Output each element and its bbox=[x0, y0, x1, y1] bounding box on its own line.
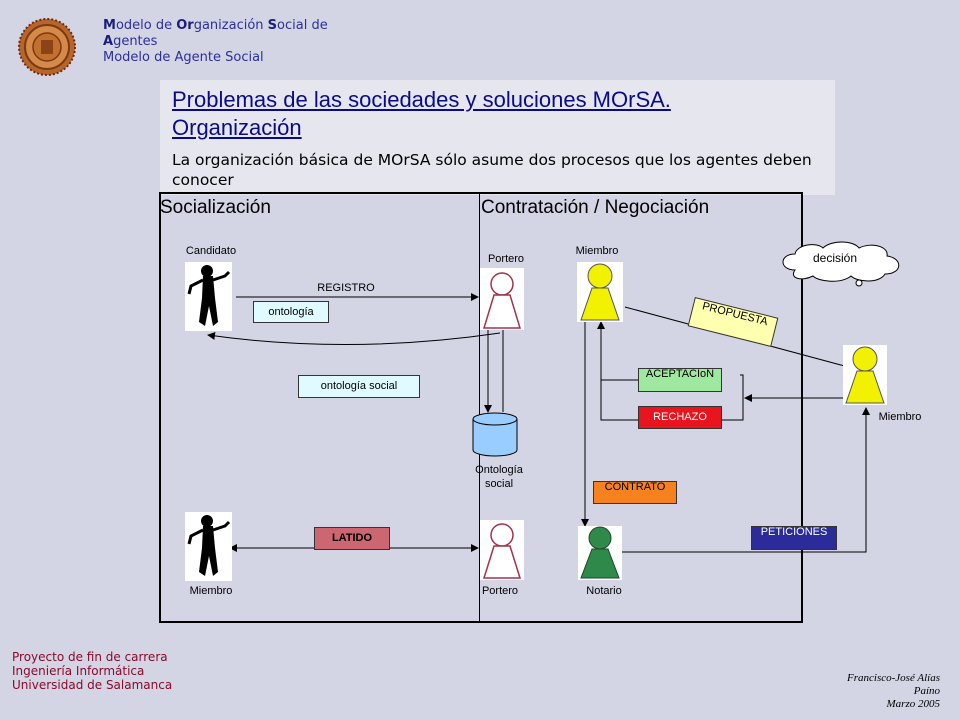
yellow-agent-icon bbox=[580, 263, 620, 321]
miembro-person-icon bbox=[187, 515, 231, 576]
ontology-return-arrow bbox=[207, 332, 501, 345]
header-initial: M bbox=[103, 18, 116, 33]
ontology-database bbox=[472, 412, 518, 458]
section-contratacion-heading: Contratación / Negociación bbox=[481, 197, 710, 218]
footer-line: Universidad de Salamanca bbox=[12, 678, 173, 692]
footer-author: Francisco-José Alías bbox=[847, 672, 940, 684]
rechazo-line bbox=[600, 380, 638, 421]
slide-title-line-2: Organización bbox=[172, 115, 302, 140]
miembro-right-label: Miembro bbox=[878, 411, 922, 423]
candidato-label: Candidato bbox=[185, 245, 237, 257]
peticiones-box: PETICIONES bbox=[751, 526, 837, 550]
section-socializacion-heading: Socialización bbox=[160, 197, 271, 218]
database-icon bbox=[472, 412, 518, 457]
notario-label: Notario bbox=[586, 585, 622, 597]
latido-box: LATIDO bbox=[314, 527, 390, 550]
notario-figure bbox=[578, 526, 622, 580]
header-text: gentes bbox=[113, 34, 158, 49]
slide-title-line-1: Problemas de las sociedades y soluciones… bbox=[172, 87, 671, 112]
ontologia-box: ontología bbox=[253, 301, 329, 323]
yellow-agent-icon bbox=[845, 346, 885, 404]
portero-bottom-label: Portero bbox=[481, 585, 519, 597]
footer-author-info: Francisco-José Alías Paíno Marzo 2005 bbox=[847, 672, 940, 711]
green-agent-icon bbox=[580, 526, 620, 579]
aceptacion-arrow bbox=[597, 321, 638, 381]
diagram-frame bbox=[159, 192, 803, 623]
header-initial: S bbox=[267, 18, 278, 33]
header-text: ganización bbox=[193, 18, 268, 33]
ontology-database-label: Ontología social bbox=[475, 464, 523, 490]
header-text: odelo de bbox=[115, 18, 177, 33]
registro-label: REGISTRO bbox=[317, 282, 375, 294]
title-panel bbox=[160, 80, 835, 195]
portero-top-label: Portero bbox=[487, 253, 525, 265]
contrato-box: CONTRATO bbox=[593, 481, 677, 504]
university-seal-logo bbox=[18, 18, 76, 76]
slide-subtitle: La organización básica de MOrSA sólo asu… bbox=[172, 151, 812, 189]
miembro-right-figure bbox=[843, 345, 887, 405]
thought-cloud-icon bbox=[782, 241, 900, 287]
miembro-top-label: Miembro bbox=[575, 245, 619, 257]
portero-top-figure bbox=[480, 268, 524, 330]
decision-label: decisión bbox=[812, 251, 858, 265]
header-line-2: Agentes bbox=[103, 34, 328, 50]
portero-icon bbox=[482, 272, 522, 329]
miembro-bottom-label: Miembro bbox=[189, 585, 233, 597]
ontologia-social-box: ontología social bbox=[298, 375, 420, 398]
header-model-name: Modelo de Organización Social de Agentes… bbox=[103, 18, 328, 66]
header-line-1: Modelo de Organización Social de bbox=[103, 18, 328, 34]
footer-line: Proyecto de fin de carrera bbox=[12, 650, 168, 664]
slide-title: Problemas de las sociedades y soluciones… bbox=[172, 86, 812, 142]
candidato-figure bbox=[185, 262, 232, 331]
footer-project-info: Proyecto de fin de carrera Ingeniería In… bbox=[12, 650, 172, 692]
header-initial: A bbox=[103, 34, 114, 49]
portero-icon bbox=[482, 523, 522, 579]
portero-bottom-figure bbox=[480, 520, 524, 580]
miembro-bottom-figure bbox=[185, 512, 232, 581]
header-line-3: Modelo de Agente Social bbox=[103, 50, 264, 65]
decision-cloud: decisión bbox=[775, 240, 905, 290]
rechazo-box: RECHAZO bbox=[638, 406, 722, 429]
footer-date: Marzo 2005 bbox=[886, 698, 940, 710]
footer-line: Ingeniería Informática bbox=[12, 664, 145, 678]
header-initial: Or bbox=[176, 18, 194, 33]
footer-author: Paíno bbox=[913, 685, 940, 697]
miembro-top-figure bbox=[577, 262, 623, 322]
aceptacion-box: ACEPTACIoN bbox=[638, 368, 722, 392]
section-divider bbox=[479, 194, 480, 621]
peticiones-arrow bbox=[622, 407, 870, 553]
response-bracket bbox=[722, 374, 744, 421]
header-text: ocial de bbox=[277, 18, 328, 33]
candidato-icon bbox=[187, 265, 231, 326]
